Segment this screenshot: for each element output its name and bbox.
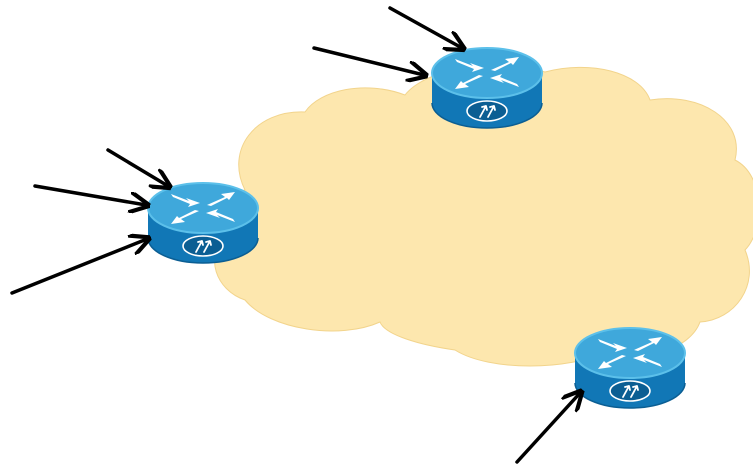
router-icon	[431, 47, 543, 129]
network-cloud	[212, 64, 753, 367]
router-top[interactable]	[431, 47, 543, 129]
arrow-6	[515, 393, 580, 464]
arrow-4	[33, 184, 146, 205]
arrow-5	[10, 239, 147, 295]
arrow-2	[312, 46, 424, 75]
inbound-arrows	[10, 6, 580, 464]
router-icon	[147, 182, 259, 264]
router-icon	[574, 327, 686, 409]
arrow-1	[388, 6, 462, 48]
arrow-3	[106, 148, 168, 186]
router-left[interactable]	[147, 182, 259, 264]
router-bottom-right[interactable]	[574, 327, 686, 409]
